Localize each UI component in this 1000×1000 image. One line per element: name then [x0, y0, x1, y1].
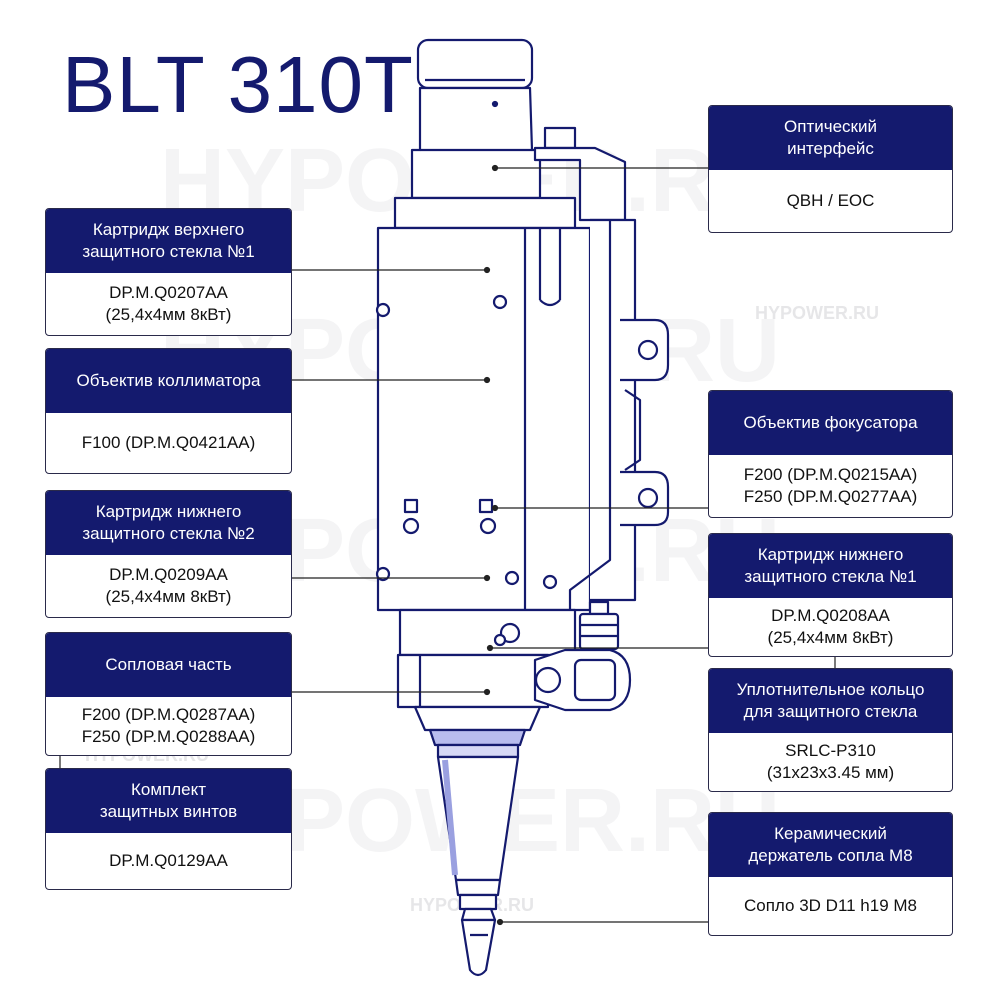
label-value-line: F100 (DP.M.Q0421AA) — [81, 432, 256, 452]
label-value-line: F200 (DP.M.Q0287AA) — [81, 704, 256, 724]
label-lower-glass-cartridge-1: Картридж нижнего защитного стекла №1 DP.M.… — [708, 533, 953, 657]
label-heading: Оптический интерфейс — [709, 106, 952, 170]
label-value-line: SRLC-P310 — [785, 740, 876, 760]
upper-barrel — [410, 86, 542, 200]
lower-block — [398, 608, 577, 657]
label-heading: Сопловая часть — [46, 633, 291, 697]
label-heading-line: защитных винтов — [99, 802, 238, 821]
main-body — [376, 226, 592, 612]
label-value-line: Сопло 3D D11 h19 M8 — [743, 895, 918, 915]
label-heading-line: защитного стекла №1 — [82, 242, 255, 261]
label-heading-line: защитного стекла №2 — [82, 524, 255, 543]
label-heading-line: интерфейс — [787, 139, 874, 158]
label-upper-glass-cartridge: Картридж верхнего защитного стекла №1 DP.M… — [45, 208, 292, 336]
label-value-line: DP.M.Q0207AA — [109, 282, 228, 302]
label-value: Сопло 3D D11 h19 M8 — [709, 877, 952, 935]
label-heading-line: Оптический — [784, 116, 877, 136]
label-value: F200 (DP.M.Q0287AA) F250 (DP.M.Q0288AA) — [46, 697, 291, 755]
label-heading-line: защитного стекла №1 — [744, 567, 917, 586]
label-value-line: DP.M.Q0209AA — [109, 564, 228, 584]
label-value-line: (25,4x4мм 8кВт) — [105, 305, 232, 324]
label-value-line: DP.M.Q0129AA — [109, 850, 228, 870]
label-value-line: (31x23x3.45 мм) — [766, 763, 895, 782]
label-value-line: QBH / EOC — [786, 190, 875, 210]
side-rail — [590, 218, 637, 602]
label-heading-line: Уплотнительное кольцо — [736, 679, 925, 699]
label-value-line: (25,4x4мм 8кВт) — [105, 587, 232, 606]
label-heading: Уплотнительное кольцо для защитного стекл… — [709, 669, 952, 733]
collar — [413, 705, 542, 732]
label-value: DP.M.Q0209AA (25,4x4мм 8кВт) — [46, 555, 291, 617]
label-heading-line: держатель сопла М8 — [748, 846, 913, 865]
label-heading: Картридж верхнего защитного стекла №1 — [46, 209, 291, 273]
label-value-line: F250 (DP.M.Q0277AA) — [743, 487, 918, 506]
label-value: DP.M.Q0208AA (25,4x4мм 8кВт) — [709, 598, 952, 656]
label-value-line: DP.M.Q0208AA — [771, 605, 890, 625]
label-sealing-ring: Уплотнительное кольцо для защитного стекл… — [708, 668, 953, 792]
label-heading: Картридж нижнего защитного стекла №1 — [709, 534, 952, 598]
label-value-line: (25,4x4мм 8кВт) — [767, 628, 894, 647]
label-heading: Объектив фокусатора — [709, 391, 952, 455]
label-value: SRLC-P310 (31x23x3.45 мм) — [709, 733, 952, 791]
fitting — [578, 612, 620, 651]
label-heading-line: Картридж нижнего — [95, 501, 242, 521]
label-heading: Картридж нижнего защитного стекла №2 — [46, 491, 291, 555]
label-value-line: F200 (DP.M.Q0215AA) — [743, 464, 918, 484]
label-value: QBH / EOC — [709, 170, 952, 232]
label-heading-line: Картридж нижнего — [757, 544, 904, 564]
connector-top — [543, 126, 577, 150]
nozzle-tip — [460, 918, 497, 977]
product-title: BLT 310T — [62, 40, 414, 129]
label-heading: Комплект защитных винтов — [46, 769, 291, 833]
label-heading-line: Комплект — [130, 779, 207, 799]
label-value: DP.M.Q0129AA — [46, 833, 291, 889]
label-heading-line: Объектив коллиматора — [76, 370, 261, 390]
label-heading-line: Объектив фокусатора — [743, 412, 918, 432]
label-heading-line: Сопловая часть — [105, 654, 232, 674]
label-heading-line: для защитного стекла — [743, 702, 918, 721]
label-heading-line: Картридж верхнего — [92, 219, 245, 239]
label-heading: Керамический держатель сопла М8 — [709, 813, 952, 877]
label-value: DP.M.Q0207AA (25,4x4мм 8кВт) — [46, 273, 291, 335]
flange — [393, 196, 577, 230]
label-lower-glass-cartridge-2: Картридж нижнего защитного стекла №2 DP.M.… — [45, 490, 292, 618]
label-ceramic-holder: Керамический держатель сопла М8 Сопло 3D D… — [708, 812, 953, 936]
label-value: F100 (DP.M.Q0421AA) — [46, 413, 291, 473]
label-heading-line: Керамический — [774, 823, 887, 843]
label-value-line: F250 (DP.M.Q0288AA) — [81, 727, 256, 746]
label-heading: Объектив коллиматора — [46, 349, 291, 413]
label-value: F200 (DP.M.Q0215AA) F250 (DP.M.Q0277AA) — [709, 455, 952, 517]
